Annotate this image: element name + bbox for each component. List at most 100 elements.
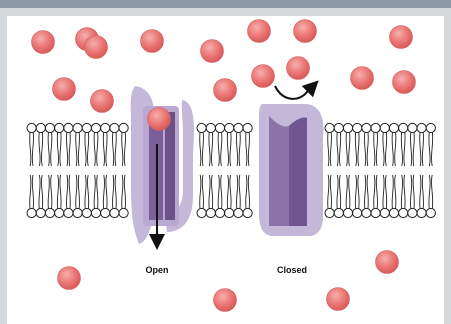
- lipid-head: [27, 123, 36, 132]
- lipid-tail: [239, 133, 240, 166]
- lipid-head: [399, 208, 408, 217]
- lipid-tail: [103, 175, 104, 208]
- lipid-tail: [337, 175, 338, 208]
- lipid-head: [119, 208, 128, 217]
- lipid-bilayer: [27, 123, 435, 217]
- lipid-head: [64, 208, 73, 217]
- lipid-tail: [422, 175, 423, 208]
- lipid-tail: [124, 133, 125, 166]
- lipid-tail: [392, 175, 393, 208]
- lipid-tail: [122, 133, 123, 166]
- label-closed: Closed: [277, 265, 307, 275]
- lipid-head: [243, 208, 252, 217]
- lipid-head: [64, 123, 73, 132]
- ion: [252, 65, 275, 88]
- ion-channel-diagram: Open Closed: [7, 16, 444, 324]
- lipid-tail: [85, 133, 86, 166]
- lipid-tail: [374, 133, 375, 166]
- lipid-tail: [106, 133, 107, 166]
- ion: [351, 67, 374, 90]
- lipid-tail: [358, 133, 359, 166]
- lipid-head: [36, 208, 45, 217]
- lipid-tail: [385, 133, 386, 166]
- lipid-tail: [227, 175, 228, 208]
- lipid-tail: [248, 133, 249, 166]
- lipid-tail: [227, 133, 228, 166]
- lipid-tail: [39, 175, 40, 208]
- lipid-tail: [115, 133, 116, 166]
- lipid-head: [353, 123, 362, 132]
- lipid-head: [55, 123, 64, 132]
- lipid-tail: [239, 175, 240, 208]
- lipid-tail: [94, 175, 95, 208]
- lipid-tail: [385, 175, 386, 208]
- lipid-tail: [200, 175, 201, 208]
- lipid-tail: [211, 133, 212, 166]
- lipid-tail: [221, 175, 222, 208]
- lipid-head: [343, 208, 352, 217]
- lipid-tail: [97, 133, 98, 166]
- lipid-tail: [355, 133, 356, 166]
- lipid-tail: [404, 175, 405, 208]
- lipid-head: [110, 208, 119, 217]
- lipid-tail: [41, 133, 42, 166]
- lipid-tail: [106, 175, 107, 208]
- lipid-tail: [355, 175, 356, 208]
- lipid-tail: [404, 133, 405, 166]
- lipid-head: [380, 123, 389, 132]
- lipid-tail: [57, 133, 58, 166]
- window-top-bar: [0, 0, 451, 8]
- lipid-tail: [60, 133, 61, 166]
- lipid-tail: [30, 133, 31, 166]
- lipid-head: [362, 123, 371, 132]
- lipid-tail: [330, 133, 331, 166]
- lipid-head: [353, 208, 362, 217]
- lipid-tail: [358, 175, 359, 208]
- lipid-tail: [112, 175, 113, 208]
- lipid-head: [243, 123, 252, 132]
- label-open: Open: [145, 265, 168, 275]
- lipid-head: [197, 208, 206, 217]
- lipid-tail: [48, 175, 49, 208]
- blocked-curved-arrow: [275, 86, 313, 99]
- lipid-head: [225, 123, 234, 132]
- lipid-tail: [392, 133, 393, 166]
- ion: [248, 20, 271, 43]
- lipid-head: [73, 123, 82, 132]
- lipid-head: [101, 123, 110, 132]
- lipid-tail: [200, 133, 201, 166]
- lipid-tail: [32, 133, 33, 166]
- lipid-tail: [339, 175, 340, 208]
- lipid-tail: [115, 175, 116, 208]
- lipid-tail: [236, 133, 237, 166]
- lipid-head: [225, 208, 234, 217]
- lipid-tail: [374, 175, 375, 208]
- lipid-tail: [78, 175, 79, 208]
- lipid-head: [215, 123, 224, 132]
- ion: [141, 30, 164, 53]
- lipid-head: [45, 123, 54, 132]
- ions: [32, 20, 416, 312]
- lipid-head: [215, 208, 224, 217]
- lipid-head: [408, 208, 417, 217]
- lipid-tail: [376, 133, 377, 166]
- ion: [58, 267, 81, 290]
- lipid-tail: [97, 175, 98, 208]
- lipid-tail: [60, 175, 61, 208]
- lipid-tail: [422, 133, 423, 166]
- lipid-tail: [413, 175, 414, 208]
- closed-channel: [259, 104, 323, 236]
- lipid-tail: [364, 133, 365, 166]
- lipid-head: [119, 123, 128, 132]
- lipid-tail: [51, 133, 52, 166]
- lipid-tail: [248, 175, 249, 208]
- lipid-tail: [328, 133, 329, 166]
- lipid-tail: [383, 133, 384, 166]
- ion: [390, 26, 413, 49]
- ion: [376, 251, 399, 274]
- lipid-head: [197, 123, 206, 132]
- lipid-tail: [51, 175, 52, 208]
- lipid-tail: [87, 175, 88, 208]
- lipid-tail: [410, 133, 411, 166]
